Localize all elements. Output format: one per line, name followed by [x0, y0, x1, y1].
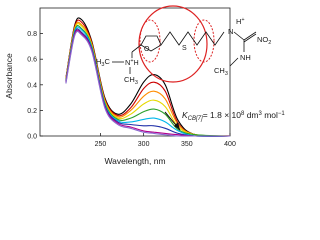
- y-tick-label: 0.8: [27, 31, 37, 38]
- furan-ring: [140, 35, 162, 52]
- methylamino-ch3: CH3: [214, 66, 228, 77]
- ring-oxygen: O: [144, 46, 150, 53]
- dashed-region-right: [193, 19, 215, 63]
- spectrum-line-6: [65, 26, 231, 137]
- methylamino-n: NH: [240, 53, 251, 62]
- spectrum-line-1: [65, 17, 231, 137]
- decrease-arrow: [164, 111, 181, 131]
- spectrum-line-5: [65, 24, 231, 137]
- binding-constant: KCB[7]= 1.8 × 108 dm3 mol−1: [182, 110, 285, 122]
- host-ellipse: [138, 5, 208, 83]
- sulfur-atom: S: [182, 45, 187, 52]
- dimethylamino-h3c: H3C: [96, 57, 110, 68]
- x-tick-label: 250: [95, 141, 107, 148]
- y-ticks: 0.0 0.2 0.4 0.6 0.8: [27, 31, 43, 141]
- dashed-region-left: [139, 19, 161, 63]
- chemical-structure: O S N H+ NO2 NH CH3 H3C N+H CH3: [96, 5, 271, 86]
- x-tick-label: 300: [138, 141, 150, 148]
- spectrum-line-8: [65, 29, 231, 137]
- y-tick-label: 0.2: [27, 108, 37, 115]
- backbone-chain: [160, 31, 225, 46]
- plot-frame: [39, 7, 231, 137]
- x-tick-label: 350: [181, 141, 193, 148]
- spectrum-line-7: [65, 28, 231, 137]
- amine-n: N: [228, 27, 233, 36]
- x-tick-label: 400: [224, 141, 236, 148]
- y-tick-label: 0.6: [27, 57, 37, 64]
- y-tick-label: 0.0: [27, 134, 37, 141]
- y-tick-label: 0.4: [27, 82, 37, 89]
- spectrum-line-9: [65, 30, 230, 137]
- nitro-group: NO2: [257, 35, 271, 46]
- dimethylamino-n: N+H: [125, 58, 139, 67]
- x-axis-label: Wavelength, nm: [104, 156, 165, 166]
- dimethylamino-ch3: CH3: [124, 75, 138, 86]
- amine-h: H+: [236, 17, 245, 26]
- y-axis-label: Absorbance: [4, 53, 14, 99]
